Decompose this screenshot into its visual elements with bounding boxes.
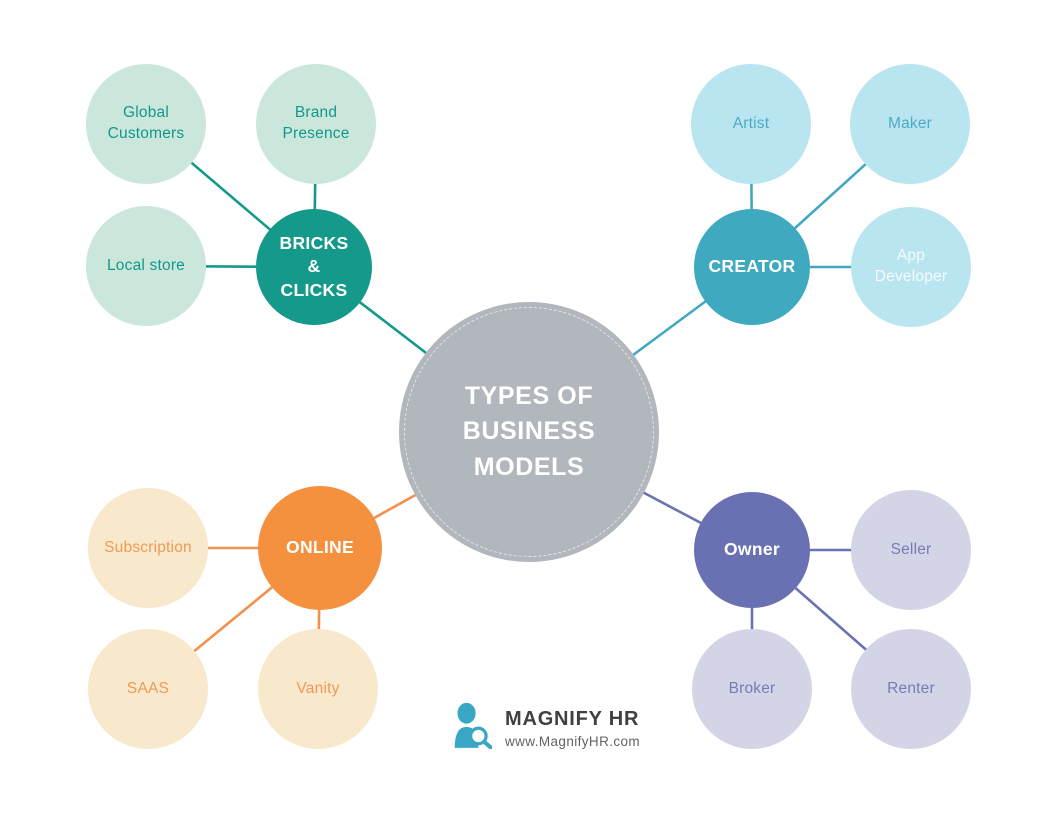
node-bricks-clicks[interactable]: BRICKS & CLICKS	[256, 209, 372, 325]
magnify-hr-logo-icon	[452, 702, 493, 754]
node-creator[interactable]: CREATOR	[694, 209, 810, 325]
node-app-developer[interactable]: App Developer	[851, 207, 971, 327]
node-center-title[interactable]: TYPES OF BUSINESS MODELS	[399, 302, 659, 562]
node-saas[interactable]: SAAS	[88, 629, 208, 749]
node-local-store[interactable]: Local store	[86, 206, 206, 326]
node-owner[interactable]: Owner	[694, 492, 810, 608]
node-online[interactable]: ONLINE	[258, 486, 382, 610]
brand-url: www.MagnifyHR.com	[505, 734, 641, 749]
node-global-customers[interactable]: Global Customers	[86, 64, 206, 184]
node-artist[interactable]: Artist	[691, 64, 811, 184]
node-renter[interactable]: Renter	[851, 629, 971, 749]
brand-footer: MAGNIFY HR www.MagnifyHR.com	[452, 702, 641, 754]
node-brand-presence[interactable]: Brand Presence	[256, 64, 376, 184]
node-broker[interactable]: Broker	[692, 629, 812, 749]
node-subscription[interactable]: Subscription	[88, 488, 208, 608]
brand-name: MAGNIFY HR	[505, 708, 640, 730]
node-seller[interactable]: Seller	[851, 490, 971, 610]
node-maker[interactable]: Maker	[850, 64, 970, 184]
node-vanity[interactable]: Vanity	[258, 629, 378, 749]
